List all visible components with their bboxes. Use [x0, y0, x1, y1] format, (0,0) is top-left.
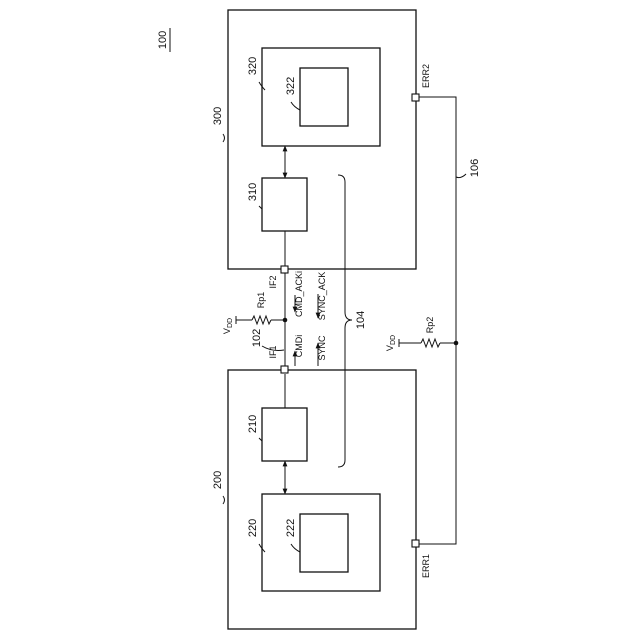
err1-port	[412, 540, 419, 547]
error-line-106-leader	[456, 174, 466, 178]
interface-310-box	[262, 178, 307, 231]
rp1-node	[283, 318, 288, 323]
block-222-label: 222	[285, 519, 297, 537]
rp1-label: Rp1	[256, 292, 266, 309]
device-300-leader	[223, 134, 225, 142]
signal-group-104-label: 104	[355, 311, 367, 329]
line-102-label: 102	[251, 329, 263, 347]
block-322-label: 322	[285, 77, 297, 95]
block-222-box	[300, 514, 348, 572]
cmd-label: CMDi	[294, 335, 304, 358]
interface-310-label: 310	[247, 183, 259, 201]
block-322-leader	[291, 102, 300, 110]
if2-label: IF2	[268, 275, 278, 288]
cmd-ack-label: CMD_ACKi	[294, 271, 304, 317]
device-300-box	[228, 10, 416, 269]
rp2-label: Rp2	[425, 317, 435, 334]
block-222-leader	[291, 544, 300, 552]
if1-port	[281, 366, 288, 373]
rp2-resistor	[421, 339, 440, 347]
bracket-104	[338, 175, 352, 467]
rp2-node	[454, 341, 459, 346]
block-320-label: 320	[247, 57, 259, 75]
interface-210-label: 210	[247, 415, 259, 433]
if2-port	[281, 266, 288, 273]
sync-ack-label: SYNC_ACK	[317, 272, 327, 321]
err1-label: ERR1	[421, 554, 431, 578]
block-220-box	[262, 494, 380, 591]
if1-label: IF1	[268, 345, 278, 358]
device-200-leader	[223, 496, 225, 504]
device-200-label: 200	[212, 471, 224, 489]
device-200-box	[228, 370, 416, 629]
err2-label: ERR2	[421, 64, 431, 88]
device-300-label: 300	[212, 107, 224, 125]
block-320-box	[262, 48, 380, 146]
block-220-label: 220	[247, 519, 259, 537]
vdd1-label: VDD	[222, 318, 234, 334]
err2-port	[412, 94, 419, 101]
block-322-box	[300, 68, 348, 126]
rp1-resistor	[252, 316, 271, 324]
sync-label: SYNC	[317, 335, 327, 361]
vdd2-label: VDD	[385, 335, 397, 351]
error-line-106-label: 106	[469, 159, 481, 177]
interface-210-box	[262, 408, 307, 461]
figure-number: 100	[157, 31, 169, 49]
